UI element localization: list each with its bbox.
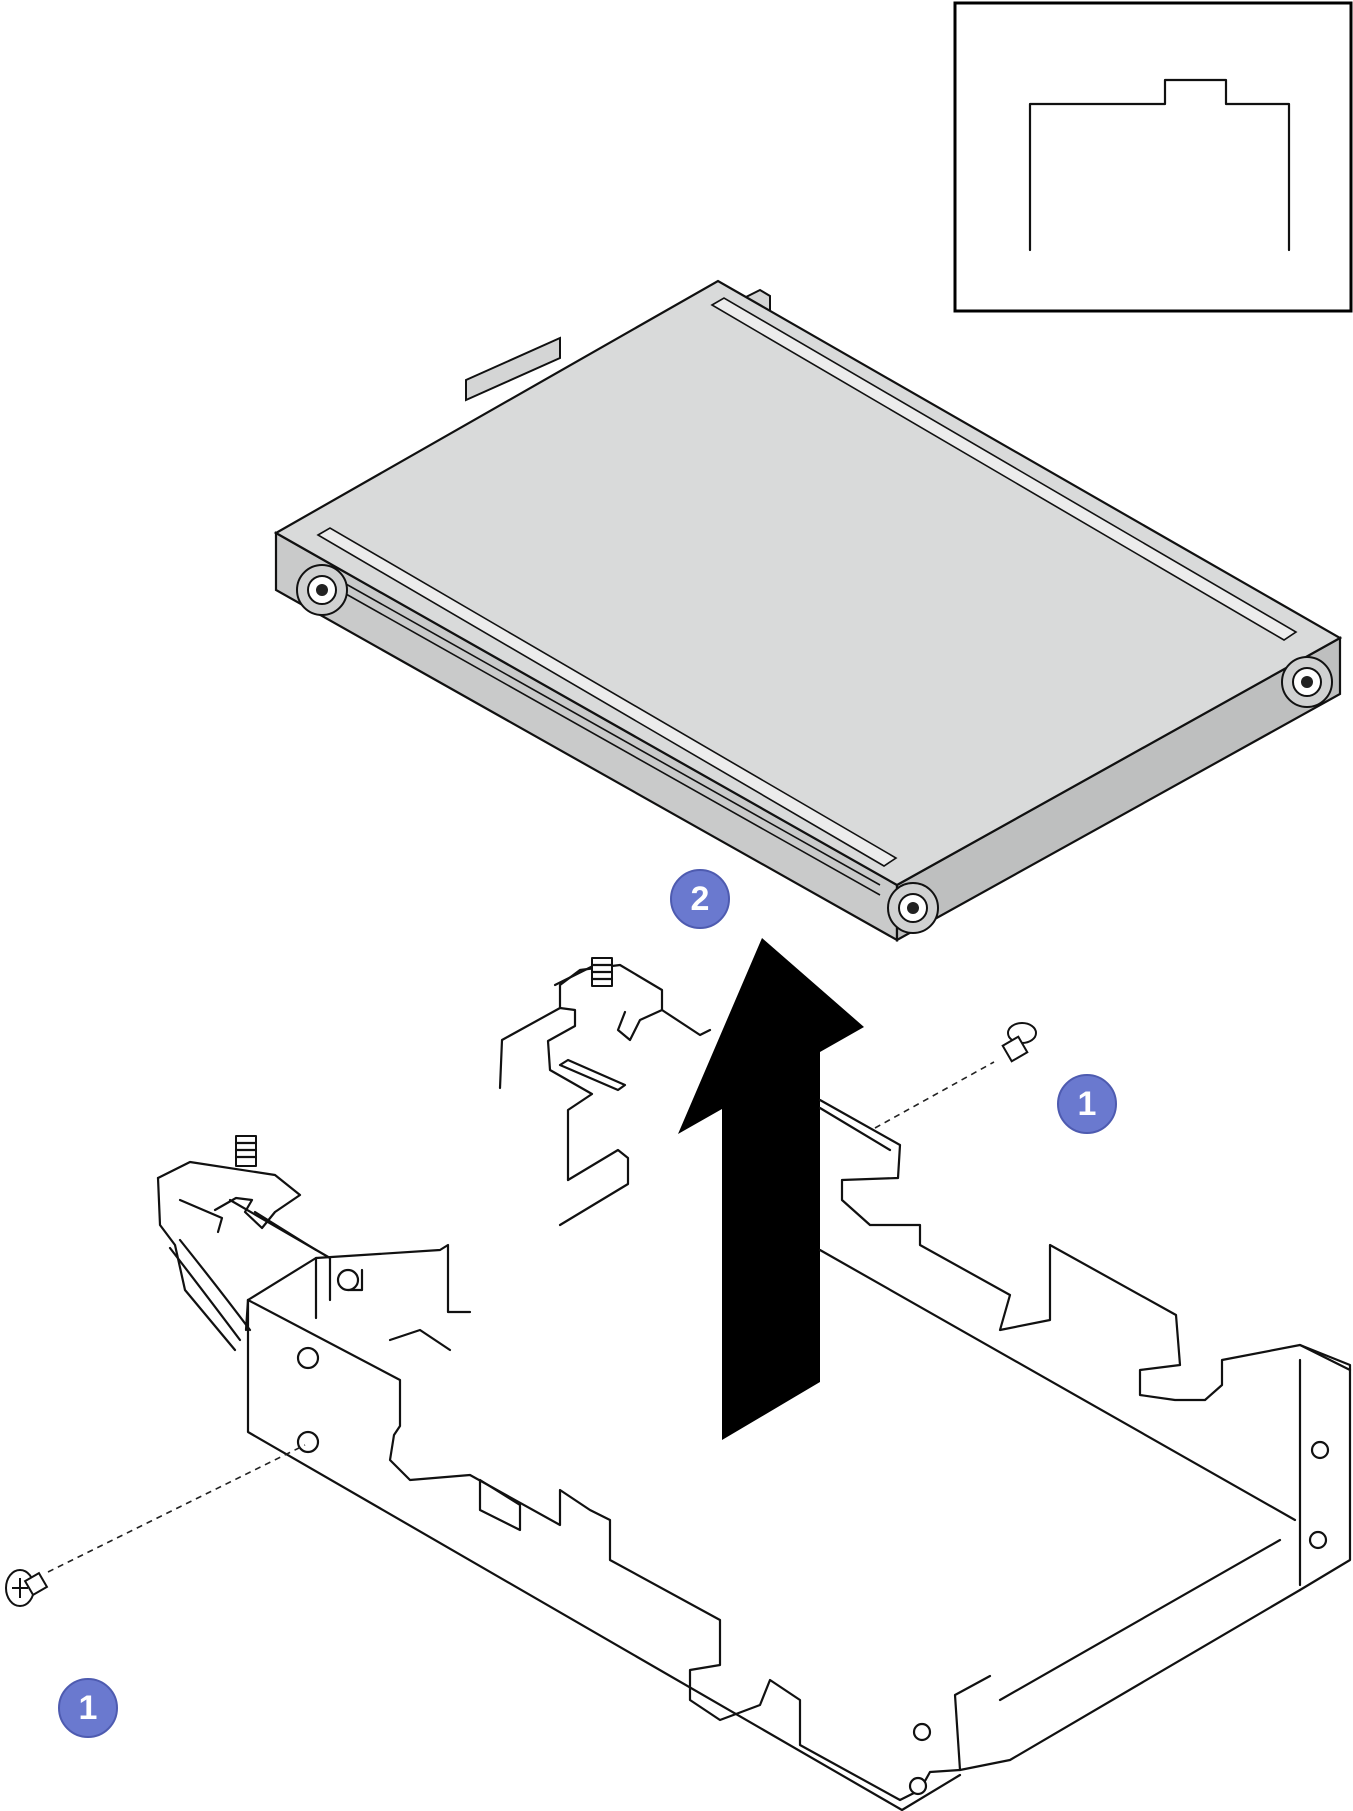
callout-step-2-label: 2 <box>691 880 710 918</box>
drive-screw-hole-front <box>887 882 939 934</box>
callout-step-1-left: 1 <box>58 1678 118 1738</box>
drive <box>273 279 1343 942</box>
callout-step-1-left-label: 1 <box>79 1689 98 1727</box>
drive-top-groove-back <box>710 297 1298 641</box>
screw-path-left <box>47 1444 306 1573</box>
screw-right <box>1001 1022 1037 1063</box>
drive-tray <box>156 957 1352 1811</box>
drive-connector <box>465 336 561 402</box>
drive-top <box>273 279 1343 887</box>
callout-step-2: 2 <box>670 869 730 929</box>
drive-screw-hole-right <box>1281 656 1333 708</box>
callout-step-1-right: 1 <box>1057 1074 1117 1134</box>
drive-top-groove-front <box>316 527 898 867</box>
lift-arrow <box>678 938 864 1440</box>
screw-path-right <box>874 1061 995 1129</box>
connector-detail-inset <box>953 1 1353 313</box>
screw-left <box>5 1569 49 1607</box>
callout-step-1-right-label: 1 <box>1078 1085 1097 1123</box>
drive-screw-hole-left <box>296 564 348 616</box>
